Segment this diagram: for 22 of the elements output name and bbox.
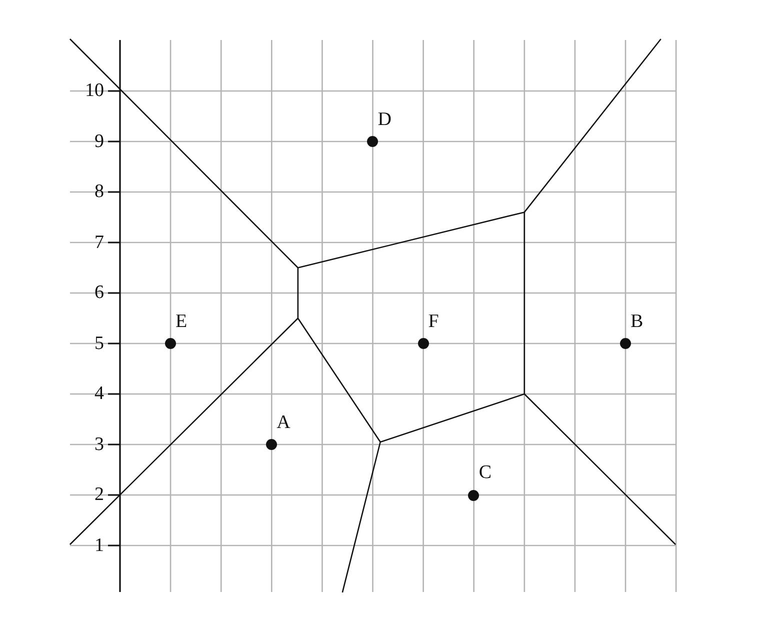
axis-tick-label: 7 [94, 232, 104, 252]
axis-tick-label: 6 [94, 283, 104, 302]
point-label: F [428, 312, 439, 330]
axis-tick-label: 9 [94, 132, 104, 150]
point-label: D [378, 110, 392, 128]
site-point [367, 136, 378, 147]
axis-tick-label: 8 [94, 182, 104, 201]
axis-tick-label: 10 [84, 81, 104, 100]
site-point [266, 439, 278, 450]
site-point [165, 338, 176, 349]
point-label: C [478, 463, 492, 482]
axis-tick-label: 2 [94, 485, 104, 504]
point-label: A [276, 412, 290, 432]
point-label: E [176, 312, 188, 330]
site-point [620, 338, 631, 349]
point-label: B [630, 312, 644, 330]
site-point [468, 490, 480, 500]
axis-tick-label: 4 [94, 384, 104, 403]
site-point [418, 338, 429, 349]
axis-tick-label: 1 [94, 536, 104, 554]
axis-tick-label: 3 [94, 434, 104, 454]
axis-tick-label: 5 [94, 334, 104, 352]
